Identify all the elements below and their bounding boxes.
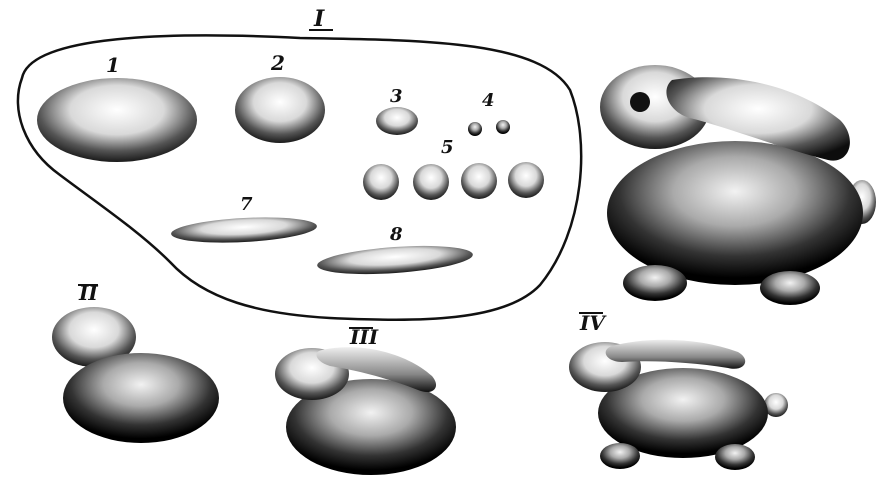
part-5-ball-a [363, 164, 399, 200]
step-iv-foot-left [600, 443, 640, 469]
section-iii-group: III [275, 325, 456, 475]
step-iv-foot-right [715, 444, 755, 470]
step-ii-body-oval [63, 353, 219, 443]
large-rabbit-eye-icon [630, 92, 650, 112]
part-label-2: 2 [270, 51, 285, 75]
part-4-tiny-ball-a [468, 122, 482, 136]
large-rabbit-foot-right [760, 271, 820, 305]
part-5-ball-b [413, 164, 449, 200]
large-rabbit-foot-left [623, 265, 687, 301]
parts-enclosure-outline [18, 35, 581, 319]
section-ii-group: II [52, 281, 219, 443]
part-2-round-ball [235, 77, 325, 143]
part-1-large-oval [37, 78, 197, 162]
part-label-4: 4 [482, 90, 495, 111]
part-4-tiny-ball-b [496, 120, 510, 134]
part-8-thin-roll [316, 242, 473, 279]
part-7-thin-roll [170, 214, 317, 246]
part-label-8: 8 [389, 224, 403, 245]
part-label-1: 1 [106, 53, 120, 77]
part-label-3: 3 [390, 86, 403, 107]
section-label-iv: IV [579, 311, 607, 335]
part-5-ball-c [461, 163, 497, 199]
large-rabbit-body [607, 141, 863, 285]
part-label-5: 5 [441, 137, 454, 158]
section-iv-group: IV [569, 311, 788, 470]
part-label-7: 7 [240, 194, 253, 215]
section-label-i: I [313, 6, 325, 32]
part-5-ball-d [508, 162, 544, 198]
part-3-small-oval [376, 107, 418, 135]
section-i-group: I 1 2 3 4 5 7 8 [18, 6, 581, 320]
finished-rabbit-large [600, 65, 876, 305]
